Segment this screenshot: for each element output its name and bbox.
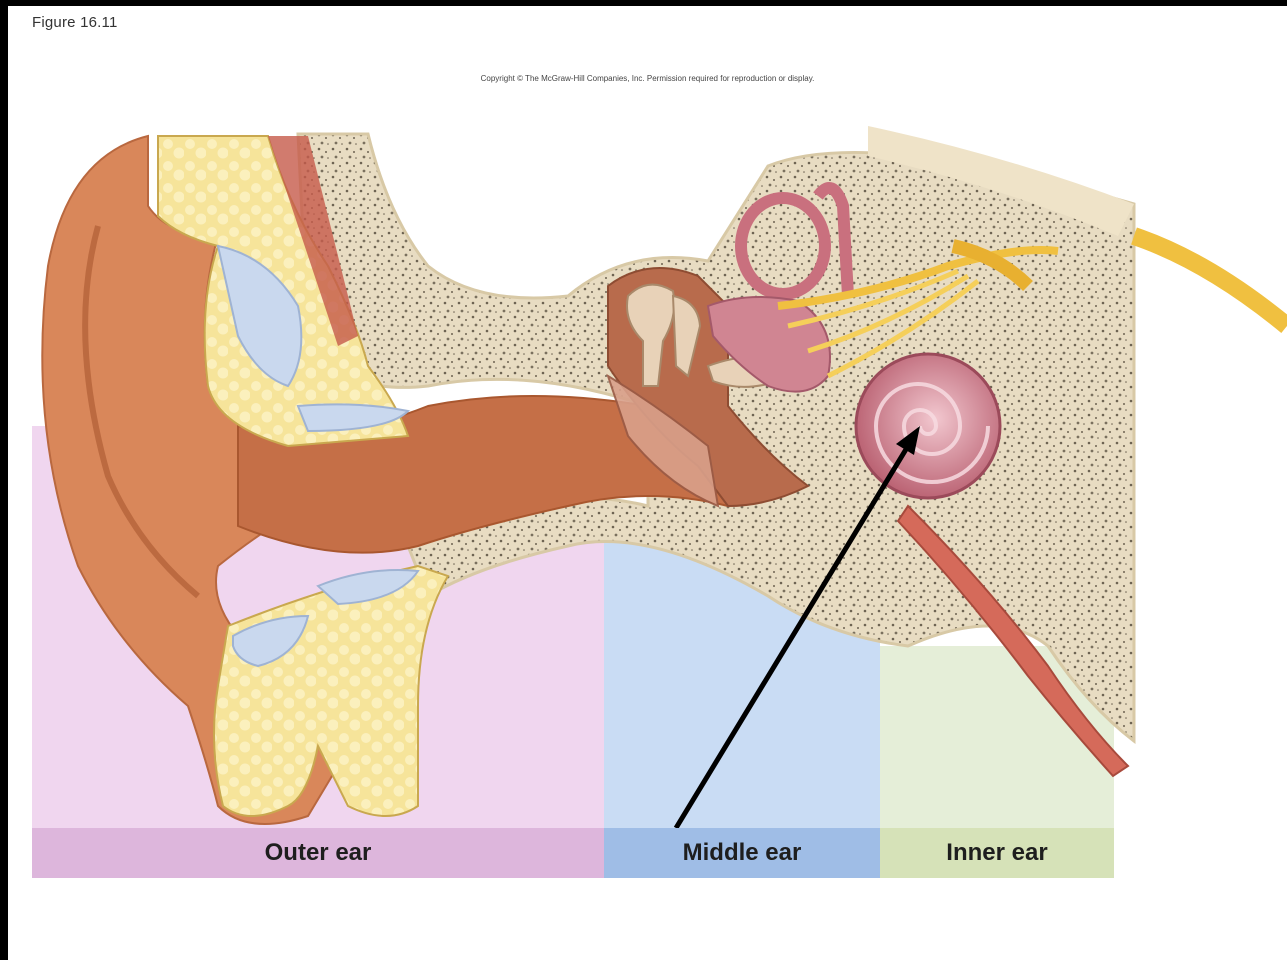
middle-ear-label: Middle ear [604,828,880,878]
figure-page: Figure 16.11 Copyright © The McGraw-Hill… [8,6,1287,960]
inner-ear-label: Inner ear [880,828,1114,878]
ear-anatomy-illustration [8,6,1287,960]
outer-ear-label: Outer ear [32,828,604,878]
